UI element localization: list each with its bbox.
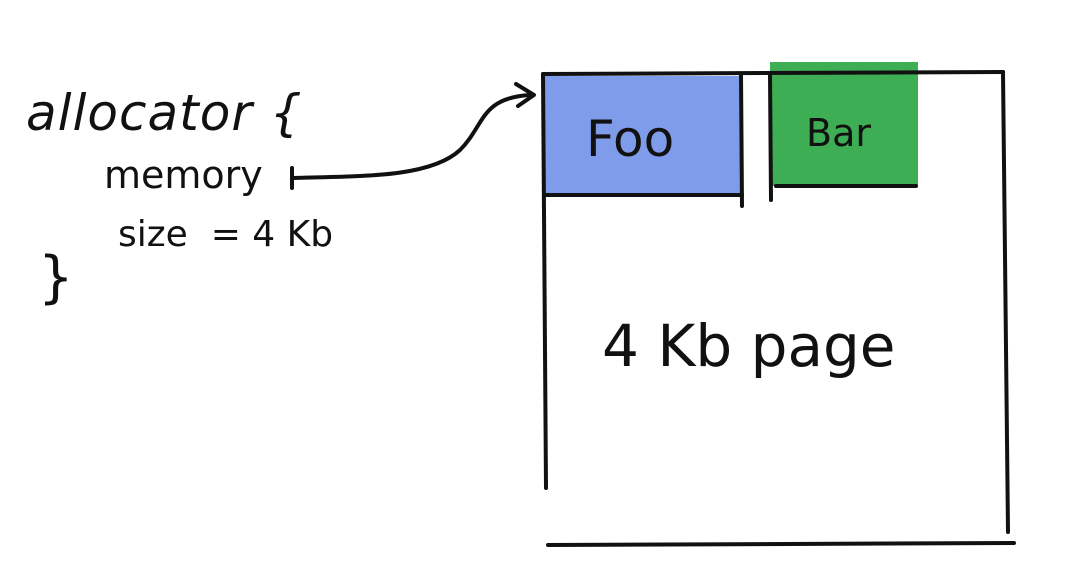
memory-pointer-arrow: [290, 82, 536, 190]
size-field-line: size = 4 Kb: [118, 214, 333, 255]
foo-block-right: [739, 72, 744, 208]
memory-page: Foo Bar 4 Kb page: [541, 62, 1016, 547]
bar-block-label: Bar: [806, 111, 871, 155]
page-top-border: [541, 70, 1005, 76]
pointer-line: [291, 93, 532, 180]
page-left-border: [541, 72, 548, 490]
bar-block-left: [768, 72, 773, 202]
arrow-head-icon: [514, 82, 536, 108]
foo-block: [545, 76, 741, 194]
page-bottom-border: [546, 541, 1016, 547]
page-right-border: [1001, 70, 1010, 534]
bar-block: [770, 62, 918, 186]
memory-field-label: memory: [104, 153, 263, 197]
allocator-open-line: allocator {: [26, 84, 303, 142]
allocator-struct: allocator { memory size = 4 Kb }: [26, 84, 333, 310]
page-size-label: 4 Kb page: [602, 312, 895, 380]
foo-block-label: Foo: [586, 110, 674, 168]
allocator-close-brace: }: [38, 245, 74, 310]
